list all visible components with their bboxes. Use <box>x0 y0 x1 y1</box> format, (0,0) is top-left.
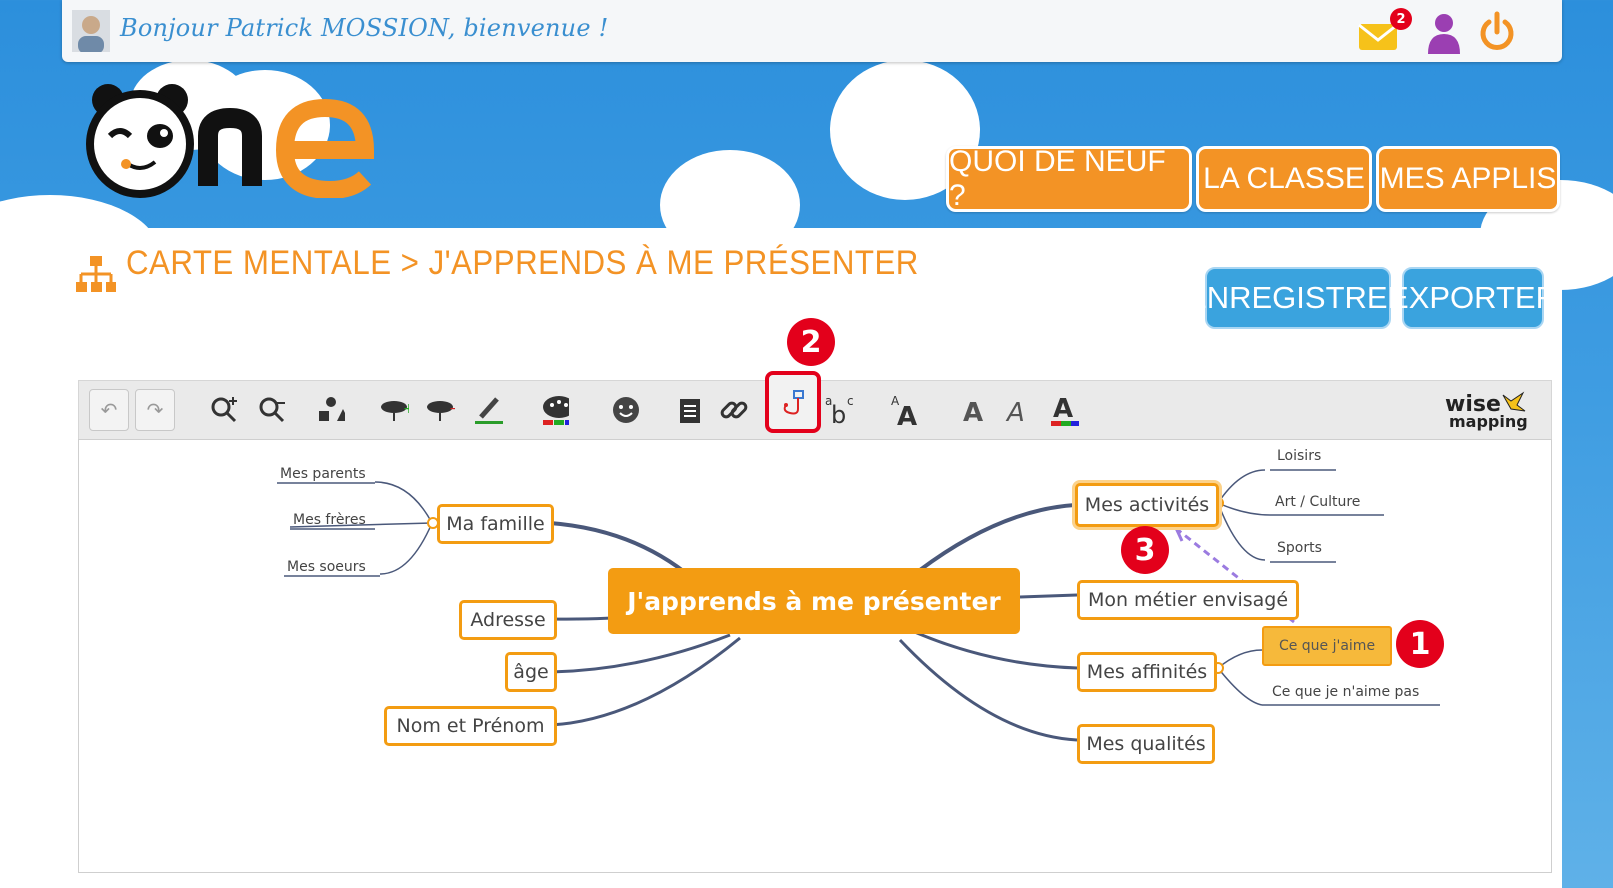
svg-text:A: A <box>891 394 900 408</box>
undo-button[interactable]: ↶ <box>89 389 129 431</box>
zoom-in-icon[interactable] <box>209 395 239 425</box>
nav-mes-applis[interactable]: MES APPLIS <box>1376 146 1560 212</box>
page-title: CARTE MENTALE > J'APPRENDS À ME PRÉSENTE… <box>126 244 919 282</box>
leaf-loisirs[interactable]: Loisirs <box>1277 448 1322 464</box>
leaf-ce-que-j-aime[interactable]: Ce que j'aime <box>1262 626 1392 666</box>
leaf-mes-parents[interactable]: Mes parents <box>280 466 366 482</box>
topic-ma-famille[interactable]: Ma famille <box>437 504 554 544</box>
export-button[interactable]: EXPORTER <box>1388 267 1558 329</box>
leaf-mes-freres[interactable]: Mes frères <box>293 512 366 528</box>
nav-quoi-de-neuf[interactable]: QUOI DE NEUF ? <box>946 145 1192 212</box>
leaf-sports[interactable]: Sports <box>1277 540 1322 556</box>
one-logo[interactable] <box>80 78 380 200</box>
power-icon[interactable] <box>1475 10 1519 54</box>
link-icon[interactable] <box>719 395 749 425</box>
topic-age[interactable]: âge <box>505 652 557 692</box>
bold-icon[interactable]: A <box>959 395 989 425</box>
palette-icon[interactable] <box>539 395 569 425</box>
nav-la-classe[interactable]: LA CLASSE <box>1196 146 1372 212</box>
leaf-ce-que-je-n-aime-pas[interactable]: Ce que je n'aime pas <box>1272 684 1420 700</box>
add-topic-icon[interactable]: + <box>379 395 409 425</box>
mail-count-badge: 2 <box>1390 8 1412 30</box>
delete-topic-icon[interactable]: − <box>425 395 455 425</box>
topic-nom-prenom[interactable]: Nom et Prénom <box>384 706 557 746</box>
shapes-icon[interactable] <box>315 395 345 425</box>
emoji-icon[interactable] <box>611 395 641 425</box>
italic-icon[interactable]: A <box>1003 395 1033 425</box>
relationship-button[interactable] <box>765 371 821 433</box>
svg-text:−: − <box>449 401 455 417</box>
central-topic[interactable]: J'apprends à me présenter <box>608 568 1020 634</box>
svg-text:+: + <box>403 401 409 417</box>
svg-text:A: A <box>963 398 983 425</box>
svg-text:A: A <box>897 402 917 427</box>
topic-adresse[interactable]: Adresse <box>459 600 557 640</box>
annotation-badge-3: 3 <box>1121 526 1169 574</box>
sitemap-icon <box>76 256 116 298</box>
welcome-text: Bonjour Patrick MOSSION, bienvenue ! <box>120 14 609 42</box>
svg-text:b: b <box>831 401 846 427</box>
save-button[interactable]: ENREGISTRER <box>1186 267 1410 329</box>
topic-metier[interactable]: Mon métier envisagé <box>1077 580 1299 620</box>
border-color-icon[interactable] <box>473 395 503 425</box>
annotation-badge-2: 2 <box>787 318 835 366</box>
svg-text:a: a <box>825 394 832 408</box>
svg-text:A: A <box>1005 398 1025 425</box>
note-icon[interactable] <box>675 395 705 425</box>
leaf-art-culture[interactable]: Art / Culture <box>1275 494 1361 510</box>
zoom-out-icon[interactable] <box>257 395 287 425</box>
topic-mes-qualites[interactable]: Mes qualités <box>1077 724 1215 764</box>
leaf-mes-soeurs[interactable]: Mes soeurs <box>287 559 366 575</box>
topic-mes-activites[interactable]: Mes activités <box>1075 483 1219 527</box>
top-bar: Bonjour Patrick MOSSION, bienvenue ! 2 <box>62 0 1562 62</box>
mail-icon[interactable] <box>1357 10 1401 54</box>
annotation-badge-1: 1 <box>1396 620 1444 668</box>
relationship-icon <box>783 390 804 415</box>
profile-icon[interactable] <box>1422 10 1466 54</box>
user-avatar <box>72 10 110 52</box>
topic-mes-affinites[interactable]: Mes affinités <box>1077 652 1217 692</box>
svg-text:wise: wise <box>1445 392 1501 417</box>
redo-button[interactable]: ↷ <box>135 389 175 431</box>
svg-text:c: c <box>847 394 853 408</box>
svg-text:A: A <box>1053 394 1073 424</box>
font-color-icon[interactable]: A <box>1049 394 1079 426</box>
svg-text:mapping: mapping <box>1449 412 1528 431</box>
